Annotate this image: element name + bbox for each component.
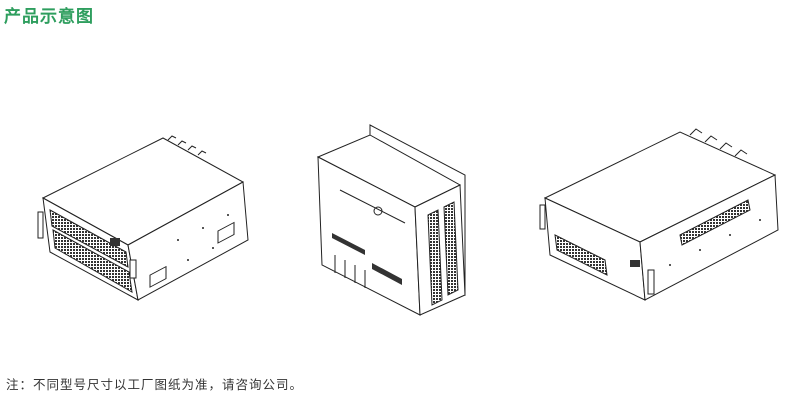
page-title: 产品示意图	[4, 7, 94, 27]
footnote: 注：不同型号尺寸以工厂图纸为准，请咨询公司。	[6, 377, 304, 392]
rack-chassis-side-vented-icon	[539, 128, 779, 301]
product-figure-3	[530, 120, 790, 305]
wall-mount-unit-icon	[316, 124, 466, 316]
product-figure-1	[28, 120, 268, 310]
product-figure-2	[310, 115, 485, 320]
rack-chassis-front-vented-icon	[37, 135, 249, 301]
